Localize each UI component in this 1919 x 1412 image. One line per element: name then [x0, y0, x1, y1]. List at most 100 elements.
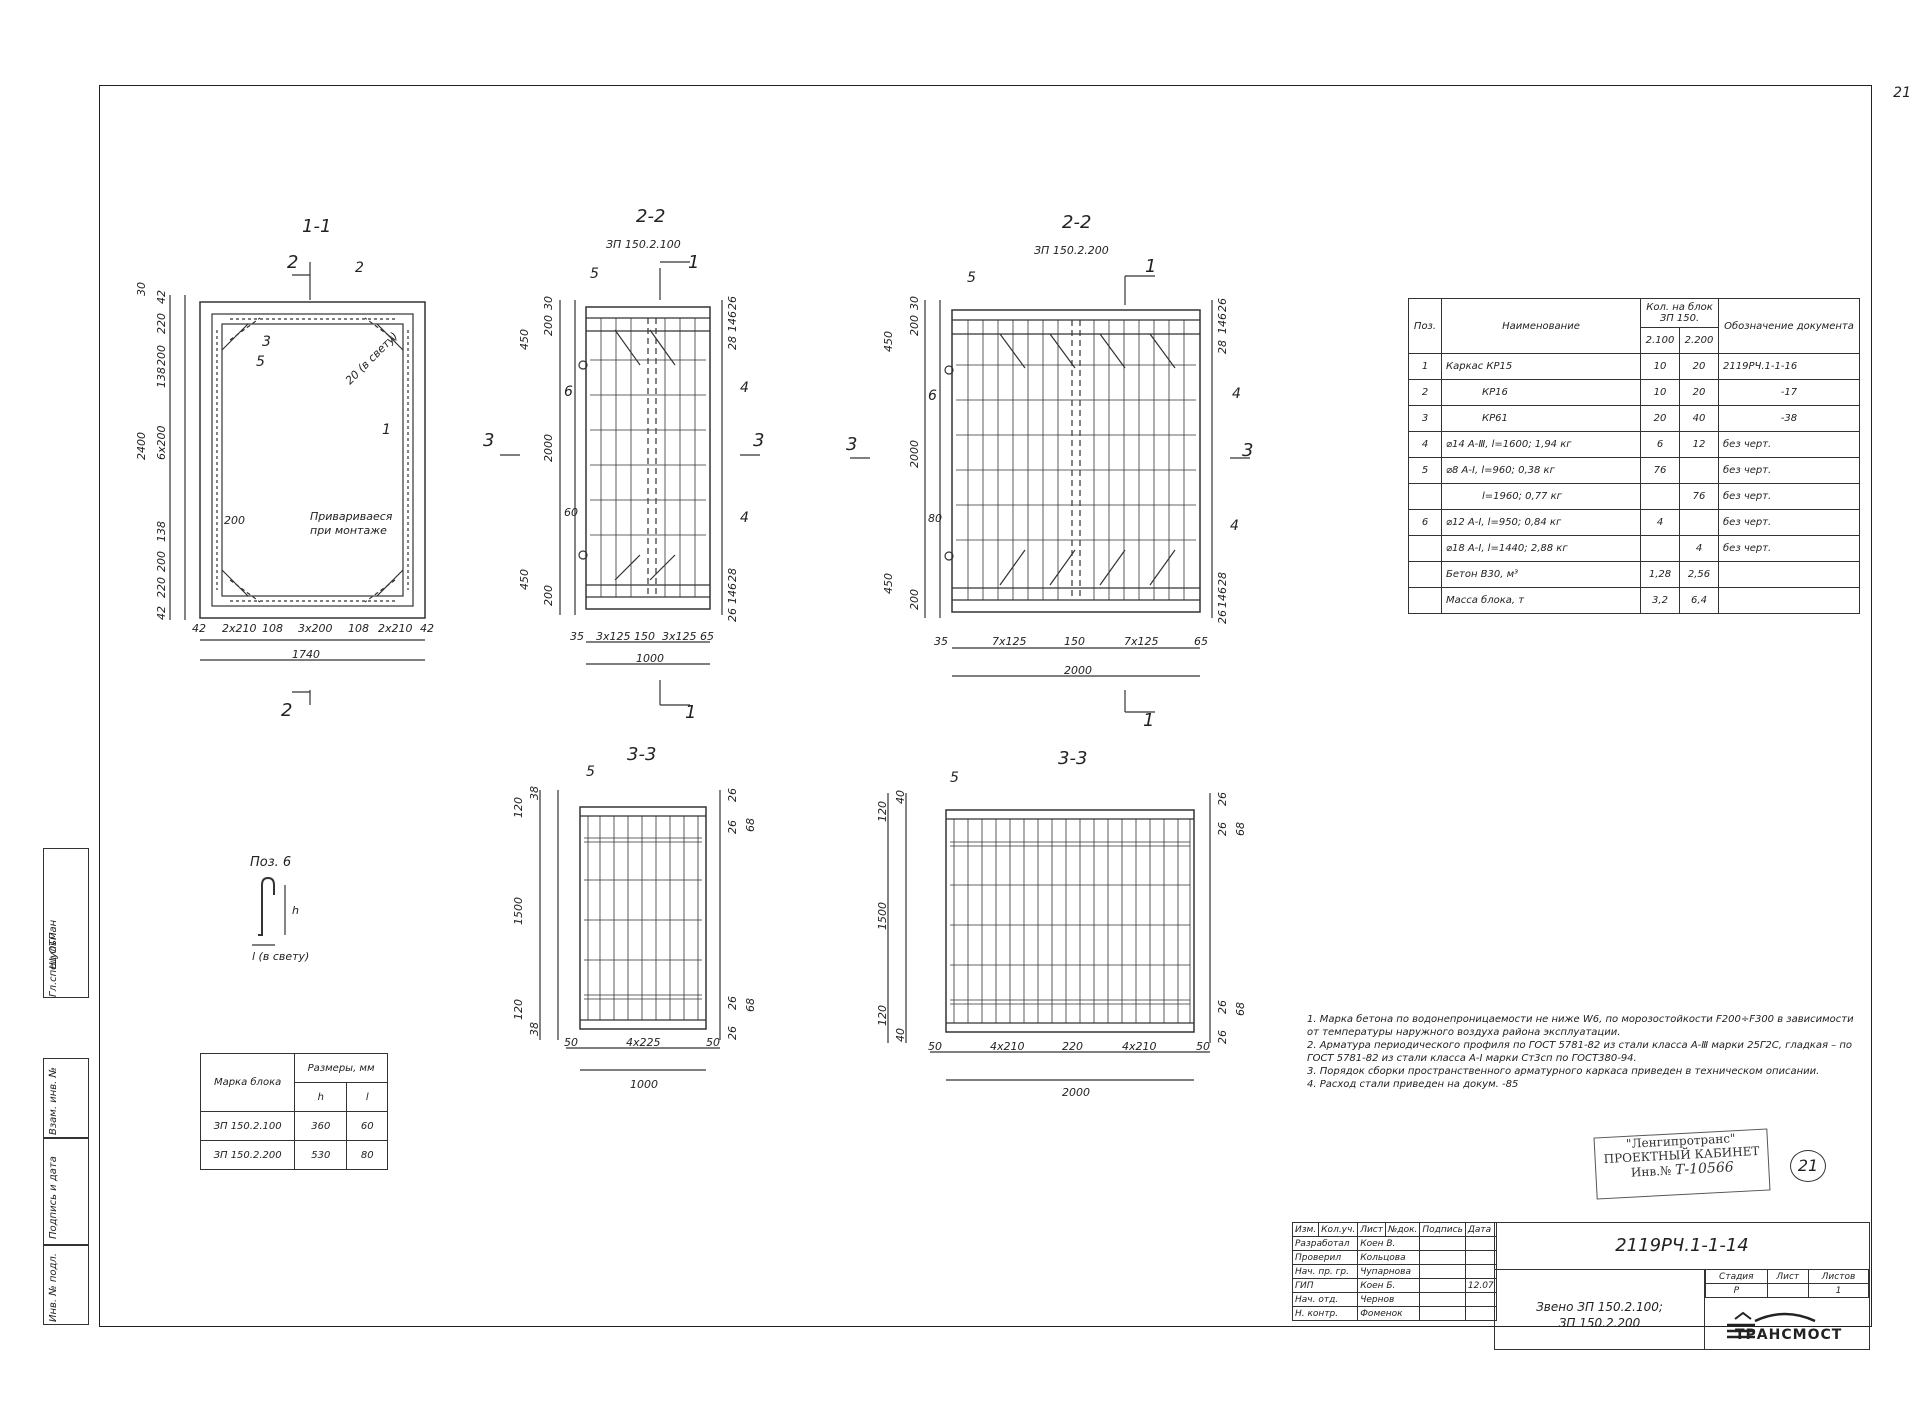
- callout-4-a: 4: [740, 380, 749, 396]
- spec-h-q2: 2.200: [1679, 327, 1719, 354]
- dim-11-inner: 200: [224, 514, 245, 527]
- dim-22b-r3: 28: [1216, 572, 1229, 586]
- transmost-logo-icon: [1727, 1311, 1816, 1339]
- dim-11-b5: 2х210: [378, 622, 413, 635]
- dim-33b-r3: 68: [1234, 1002, 1247, 1016]
- stamp-line-3: Инв.№: [1630, 1163, 1672, 1180]
- dim-11-b4: 108: [348, 622, 369, 635]
- dim-33a-r4: 26: [726, 996, 739, 1010]
- drawing-frame: [99, 85, 1872, 1327]
- signature-table: Изм. Кол.уч. Лист №док. Подпись Дата Раз…: [1291, 1222, 1497, 1321]
- dim-11-t1: 42: [155, 290, 168, 304]
- spec-h-q1: 2.100: [1640, 327, 1680, 354]
- circled-sheet-number: 21: [1790, 1150, 1826, 1182]
- dim-22a-b1: 3х125: [596, 630, 631, 643]
- dim-22a-l0: 30: [542, 296, 555, 310]
- section-1-1-label: 1-1: [302, 216, 331, 237]
- dim-33b-b0: 50: [928, 1040, 942, 1053]
- callout-5-b: 5: [967, 270, 976, 286]
- section-2-2a-sub: ЗП 150.2.100: [606, 238, 681, 251]
- poz6-label: Поз. 6: [250, 855, 291, 870]
- dim-33a-r1: 26: [726, 820, 739, 834]
- dim-22a-l1: 200: [542, 315, 555, 336]
- dim-33a-l0: 38: [528, 786, 541, 800]
- dim-22a-l5: 450: [518, 569, 531, 590]
- dim-33b-r5: 26: [1216, 1030, 1229, 1044]
- dim-33a-r0: 26: [726, 788, 739, 802]
- callout-3: 3: [262, 334, 271, 350]
- dim-22b-r0: 26: [1216, 298, 1229, 312]
- cut-mark-3-b-left: 3: [846, 434, 857, 455]
- size-table: Марка блока Размеры, мм h l ЗП 150.2.100…: [199, 1053, 388, 1170]
- callout-5: 5: [256, 354, 265, 370]
- dim-11-mid: 6х200: [155, 425, 168, 460]
- document-name: Звено ЗП 150.2.100; ЗП 150.2.200: [1495, 1269, 1705, 1349]
- spec-h-pos: Поз.: [1408, 298, 1442, 354]
- dim-11-bl3: 42: [155, 606, 168, 620]
- dim-22b-r4: 146: [1216, 587, 1229, 608]
- callout-4-c: 4: [1232, 386, 1241, 402]
- dim-33a-r5: 26: [726, 1026, 739, 1040]
- stamp-inv: Т-10566: [1674, 1159, 1735, 1179]
- spec-h-doc: Обозначение документа: [1718, 298, 1860, 354]
- general-notes: 1. Марка бетона по водонепроницаемости н…: [1307, 1013, 1867, 1091]
- size-h-sizes: Размеры, мм: [294, 1053, 388, 1083]
- dim-33a-width: 1000: [630, 1078, 658, 1091]
- cut-mark-2-bottom: 2: [281, 700, 292, 721]
- dim-11-bl2: 220: [155, 577, 168, 598]
- cut-mark-1-a-top: 1: [688, 252, 699, 273]
- dim-22a-r2: 28: [726, 336, 739, 350]
- callout-2: 2: [355, 260, 364, 276]
- dim-22a-b4: 65: [700, 630, 714, 643]
- dim-11-height: 2400: [135, 432, 148, 460]
- note-2: 2. Арматура периодического профиля по ГО…: [1307, 1040, 1852, 1064]
- cut-mark-1-a-bottom: 1: [685, 702, 696, 723]
- callout-5-c: 5: [586, 764, 595, 780]
- note-4: 4. Расход стали приведен на докум. -85: [1307, 1079, 1519, 1090]
- dim-33b-b3: 4х210: [1122, 1040, 1157, 1053]
- dim-22b-r2: 28: [1216, 340, 1229, 354]
- table-row: Н. контр.Фоменок: [1291, 1306, 1497, 1321]
- dim-22b-l3: 2000: [908, 440, 921, 468]
- dim-33a-b1: 4х225: [626, 1036, 661, 1049]
- document-code: 2119РЧ.1-1-14: [1495, 1223, 1869, 1270]
- dim-33b-l4: 40: [894, 1028, 907, 1042]
- dim-22a-l6: 200: [542, 585, 555, 606]
- dim-22b-l2: 450: [882, 331, 895, 352]
- dim-33b-l3: 120: [876, 1005, 889, 1026]
- size-h-h: h: [294, 1082, 348, 1112]
- callout-5-d: 5: [950, 770, 959, 786]
- dim-22b-r1: 146: [1216, 313, 1229, 334]
- title-block: Изм. Кол.уч. Лист №док. Подпись Дата Раз…: [1291, 1222, 1870, 1350]
- table-row: Нач. отд.Чернов: [1291, 1292, 1497, 1307]
- section-2-2b-label: 2-2: [1062, 212, 1091, 233]
- callout-4-d: 4: [1230, 518, 1239, 534]
- dim-22a-r5: 26: [726, 608, 739, 622]
- weld-note-1: Привариваеся: [310, 510, 393, 523]
- dim-22a-b2: 150: [634, 630, 655, 643]
- logo-text: ТРАНСМОСТ: [1735, 1327, 1843, 1343]
- section-2-2b-drawing: [850, 275, 1250, 713]
- poz6-l: l (в свету): [252, 950, 309, 963]
- dim-33b-b2: 220: [1062, 1040, 1083, 1053]
- dim-33b-r1: 26: [1216, 822, 1229, 836]
- dim-22b-b2: 150: [1064, 635, 1085, 648]
- page-number: 21: [1893, 85, 1911, 101]
- section-3-3b-label: 3-3: [1058, 748, 1087, 769]
- dim-33a-l3: 120: [512, 999, 525, 1020]
- poz6-h: h: [292, 904, 299, 917]
- dim-22b-b0: 35: [934, 635, 948, 648]
- dim-22a-r1: 146: [726, 311, 739, 332]
- section-3-3a-drawing: [539, 790, 721, 1071]
- dim-33b-l2: 1500: [876, 902, 889, 930]
- dim-11-t2: 220: [155, 313, 168, 334]
